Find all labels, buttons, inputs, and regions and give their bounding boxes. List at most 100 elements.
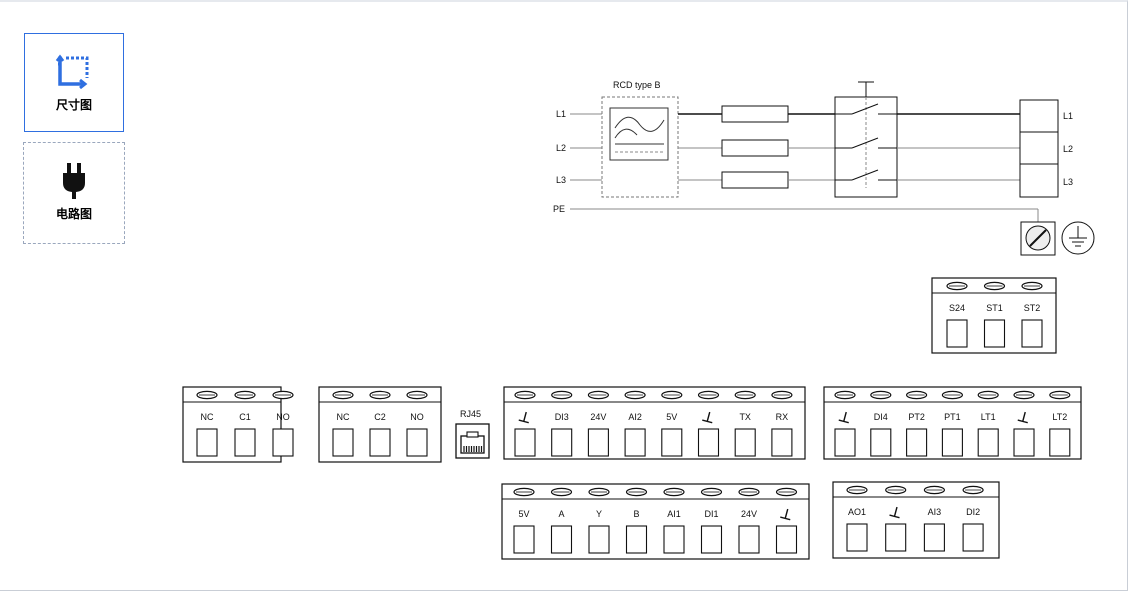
tab-label: 尺寸图 xyxy=(55,98,92,112)
terminal-label: ⊥ xyxy=(837,408,853,427)
terminal-label: Y xyxy=(596,509,602,519)
terminal-label: AO1 xyxy=(848,507,866,517)
output-label-l1: L1 xyxy=(1063,111,1073,121)
terminal-label: ⊥ xyxy=(1016,408,1032,427)
terminal-block-relay2: NC C2 NO xyxy=(318,386,442,463)
ethernet-port-icon xyxy=(455,423,490,459)
terminal-label: LT2 xyxy=(1052,412,1067,422)
terminal-slot xyxy=(923,523,945,552)
input-label-l1: L1 xyxy=(556,109,566,119)
terminal-label: DI2 xyxy=(966,507,980,517)
pe-screw-terminal xyxy=(1020,221,1056,256)
terminal-label: C2 xyxy=(374,412,386,422)
terminal-label: ⊥ xyxy=(701,408,717,427)
terminal-slot xyxy=(697,428,720,457)
terminal-label: ST1 xyxy=(986,303,1003,313)
terminal-slot xyxy=(962,523,984,552)
terminal-slot xyxy=(272,428,294,457)
output-label-l3: L3 xyxy=(1063,177,1073,187)
tab-label: 电路图 xyxy=(55,207,92,221)
terminal-slot xyxy=(588,525,610,554)
tab-dimension-drawing[interactable]: 尺寸图 xyxy=(24,33,124,132)
terminal-slot xyxy=(941,428,963,457)
terminal-label: NC xyxy=(337,412,350,422)
dimension-icon xyxy=(25,52,123,92)
terminal-slot xyxy=(332,428,354,457)
terminal-block-relay1: NC C1 NO xyxy=(182,386,294,463)
terminal-slot xyxy=(587,428,609,457)
terminal-label: C1 xyxy=(239,412,251,422)
terminal-label: TX xyxy=(739,412,751,422)
terminal-slot xyxy=(906,428,928,457)
terminal-label: NO xyxy=(410,412,424,422)
terminal-label: S24 xyxy=(949,303,965,313)
terminal-slot xyxy=(771,428,793,457)
terminal-label: DI3 xyxy=(555,412,569,422)
terminal-slot xyxy=(983,319,1006,348)
terminal-block-io-right: ⊥ DI4 PT2 PT1 LT1 ⊥ LT2 xyxy=(823,386,1082,460)
terminal-slot xyxy=(234,428,256,457)
terminal-slot xyxy=(514,428,536,457)
terminal-label: 5V xyxy=(518,509,529,519)
terminal-label: NO xyxy=(276,412,290,422)
terminal-label: AI3 xyxy=(928,507,942,517)
terminal-label: ST2 xyxy=(1024,303,1041,313)
terminal-label: ⊥ xyxy=(517,408,533,427)
terminal-slot xyxy=(946,319,968,348)
fuse-l2 xyxy=(721,139,789,157)
fuse-l3 xyxy=(721,171,789,189)
ground-icon xyxy=(1061,221,1095,255)
terminal-slot xyxy=(196,428,218,457)
terminal-label: DI1 xyxy=(704,509,718,519)
terminal-label: NC xyxy=(201,412,214,422)
terminal-slot xyxy=(1021,319,1043,348)
pe-label: PE xyxy=(553,204,565,214)
input-label-l3: L3 xyxy=(556,175,566,185)
terminal-label: 24V xyxy=(590,412,606,422)
terminal-label: ⊥ xyxy=(779,505,795,524)
terminal-slot xyxy=(513,525,535,554)
tab-circuit-diagram[interactable]: 电路图 xyxy=(23,142,125,244)
output-terminal xyxy=(1019,99,1059,198)
power-schematic: L1 L2 L3 PE RCD type B xyxy=(553,80,1095,256)
fuse-l1 xyxy=(721,105,789,123)
terminal-slot xyxy=(734,428,756,457)
input-label-l2: L2 xyxy=(556,143,566,153)
terminal-slot xyxy=(700,525,723,554)
terminal-slot xyxy=(775,525,798,554)
terminal-slot xyxy=(406,428,428,457)
terminal-slot xyxy=(369,428,391,457)
terminal-slot xyxy=(846,523,868,552)
terminal-slot xyxy=(625,525,648,554)
terminal-block-io-analog: AO1 ⊥ AI3 DI2 xyxy=(832,481,1000,559)
terminal-slot xyxy=(661,428,683,457)
terminal-label: AI1 xyxy=(667,509,681,519)
terminal-label: B xyxy=(633,509,639,519)
terminal-label: PT2 xyxy=(908,412,925,422)
terminal-slot xyxy=(738,525,760,554)
terminal-label: LT1 xyxy=(981,412,996,422)
terminal-slot xyxy=(870,428,892,457)
plug-icon xyxy=(24,161,124,201)
rcd-label: RCD type B xyxy=(613,80,661,90)
terminal-label: DI4 xyxy=(874,412,888,422)
terminal-label: PT1 xyxy=(944,412,961,422)
terminal-slot xyxy=(1013,428,1035,457)
terminal-slot xyxy=(550,525,573,554)
terminal-slot xyxy=(624,428,646,457)
terminal-label: AI2 xyxy=(628,412,642,422)
terminal-slot xyxy=(663,525,685,554)
output-label-l2: L2 xyxy=(1063,144,1073,154)
terminal-block-top-right: S24 ST1 ST2 xyxy=(931,277,1057,354)
terminal-slot xyxy=(1049,428,1071,457)
terminal-label: A xyxy=(558,509,564,519)
terminal-slot xyxy=(551,428,573,457)
terminal-label: ⊥ xyxy=(888,503,904,522)
terminal-label: 5V xyxy=(666,412,677,422)
terminal-slot xyxy=(834,428,856,457)
